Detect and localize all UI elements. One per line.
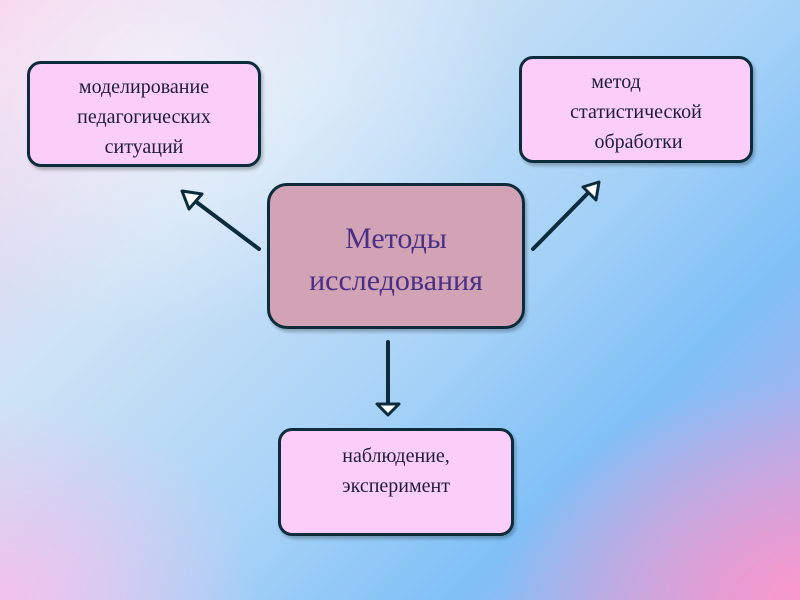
- center-title-line: исследования: [309, 264, 483, 297]
- node-text-line: наблюдение,: [342, 445, 450, 467]
- node-text-line: обработки: [594, 131, 683, 153]
- node-research-methods: Методы исследования: [267, 183, 525, 329]
- node-statistical-processing: метод статистической обработки: [519, 56, 753, 163]
- arrow-to-left-box: [180, 189, 261, 251]
- node-observation-experiment: наблюдение, эксперимент: [278, 428, 514, 536]
- center-title-line: Методы: [345, 222, 447, 255]
- node-text-line: педагогических: [77, 106, 211, 128]
- node-text-line: статистической: [570, 101, 702, 123]
- arrow-to-right-box: [531, 180, 601, 251]
- node-text-line: моделирование: [78, 76, 210, 98]
- node-modeling-situations: моделирование педагогических ситуаций: [27, 61, 261, 167]
- node-text-line: эксперимент: [342, 475, 450, 497]
- node-text-line: ситуаций: [104, 136, 184, 158]
- node-text-line: метод: [591, 71, 641, 93]
- arrow-to-bottom-box: [375, 340, 401, 417]
